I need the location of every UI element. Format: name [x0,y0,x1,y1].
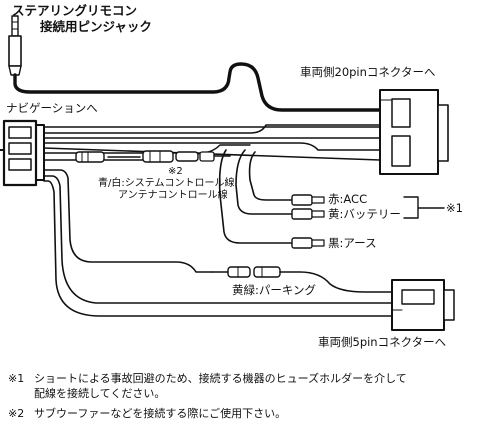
battery-label: 黄:バッテリー [328,207,401,221]
footnote-2-mark: ※2 [8,406,25,420]
connector20-label: 車両側20pinコネクターへ [300,65,436,79]
system-control-coupler-icon [75,150,215,163]
note1-bracket [403,196,445,219]
note2-mark: ※2 [168,166,183,177]
steering-remote-label: ステアリングリモコン [12,3,138,18]
jack-cable [13,62,382,112]
pin-jack-plug-icon [8,15,22,76]
footnote-2-line1: サブウーファーなどを接続する際にご使用下さい。 [34,406,287,420]
battery-terminal-icon [291,208,325,220]
parking-label: 黄緑:パーキング [232,283,317,297]
earth-label: 黒:アース [328,236,377,250]
connector-20pin-icon [379,89,449,175]
navigation-connector-icon [0,119,45,187]
acc-label: 赤:ACC [328,192,368,206]
navigation-label: ナビゲーションへ [6,101,98,115]
connector-5pin-icon [391,279,455,331]
footnote-1-line1: ショートによる事故回避のため、接続する機器のヒューズホルダーを介して [34,372,407,385]
connector5-label: 車両側5pinコネクターへ [318,335,447,349]
earth-terminal-icon [291,237,325,249]
acc-terminal-icon [291,194,325,206]
footnote-1: ※1 ショートによる事故回避のため、接続する機器のヒューズホルダーを介して 配線… [8,372,407,402]
system-control-label: 青/白:システムコントロール線 [98,178,235,189]
footnotes: ※1 ショートによる事故回避のため、接続する機器のヒューズホルダーを介して 配線… [8,372,407,422]
footnote-1-mark: ※1 [8,372,25,385]
parking-coupler-icon [227,266,281,278]
antenna-control-label: アンテナコントロール線 [118,190,228,201]
footnote-1-line2: 配線を接続してください。 [34,386,166,400]
note1-mark: ※1 [446,201,463,215]
footnote-2: ※2 サブウーファーなどを接続する際にご使用下さい。 [8,407,407,422]
pin-jack-label: 接続用ピンジャック [40,19,152,34]
